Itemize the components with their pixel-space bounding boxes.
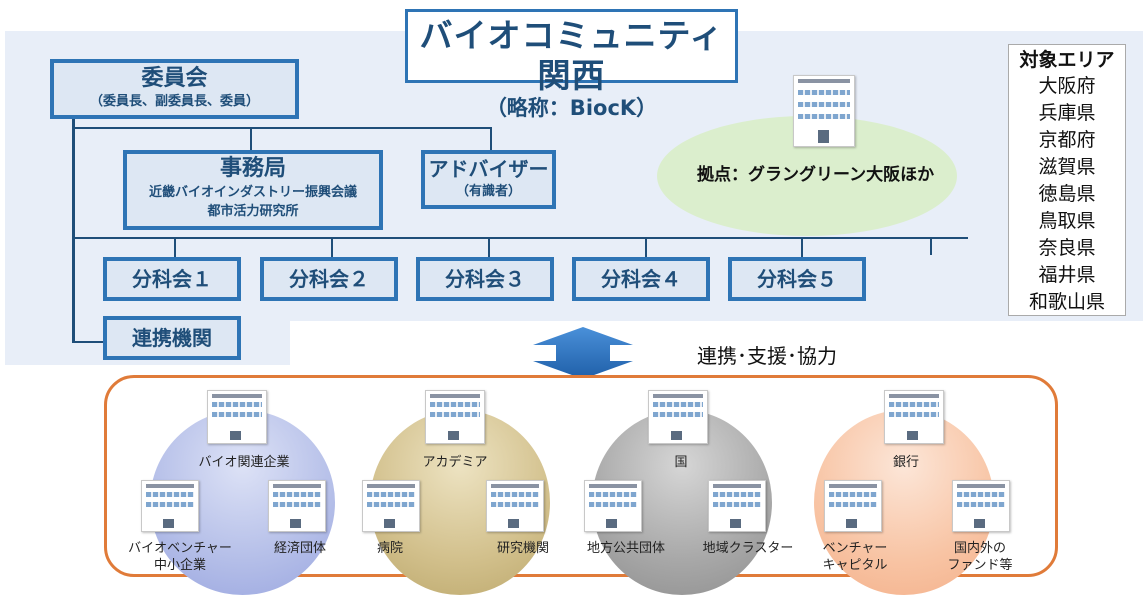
connector [72, 341, 104, 343]
partner-label: 連携機関 [132, 326, 212, 350]
committee-box: 委員会 （委員長、副委員長、委員） [50, 59, 299, 119]
prefecture: 滋賀県 [1038, 156, 1096, 178]
subcommittee-2: 分科会２ [260, 257, 398, 301]
group-label-govt: 国 [674, 455, 688, 470]
connector [490, 127, 492, 150]
arrow-label: 連携･支援･協力 [697, 344, 837, 368]
connector [331, 237, 333, 257]
page-subtitle: （略称：BiocK） [485, 96, 658, 120]
group-member: 経済団体 [273, 541, 326, 556]
group-member: 国内外の ファンド等 [935, 540, 1025, 574]
building-icon [793, 75, 855, 147]
building-icon [648, 390, 708, 444]
building-icon [207, 390, 267, 444]
group-label-bio: バイオ関連企業 [198, 455, 290, 470]
base-label: 拠点：グラングリーン大阪ほか [697, 165, 935, 185]
group-label-bank: 銀行 [892, 455, 919, 470]
prefecture: 和歌山県 [1028, 291, 1105, 313]
subcommittee-label: 分科会３ [445, 267, 525, 291]
group-member: ベンチャー キャピタル [810, 540, 900, 574]
group-member: 地域クラスター [702, 541, 794, 556]
subcommittee-4: 分科会４ [572, 257, 710, 301]
subcommittee-label: 分科会２ [289, 267, 369, 291]
partner-box: 連携機関 [103, 316, 241, 360]
group-member-line: バイオベンチャー 中小企業 [128, 541, 232, 573]
prefecture: 奈良県 [1038, 237, 1096, 259]
target-area-heading: 対象エリア [1019, 49, 1115, 71]
building-icon [884, 390, 944, 444]
connector [72, 127, 492, 129]
building-icon [425, 390, 485, 444]
connector [72, 112, 75, 343]
connector [645, 237, 647, 257]
subcommittee-label: 分科会５ [757, 267, 837, 291]
connector [72, 237, 968, 239]
group-member: 病院 [376, 541, 403, 556]
title-box: バイオコミュニティ関西 （略称：BiocK） [405, 9, 738, 120]
advisor-label: アドバイザー [428, 157, 549, 181]
connector [250, 127, 252, 150]
group-member: 地方公共団体 [586, 541, 665, 556]
subcommittee-3: 分科会３ [416, 257, 554, 301]
building-icon [268, 480, 326, 532]
secretariat-line2: 都市活力研究所 [207, 204, 299, 219]
group-member: バイオベンチャー 中小企業 [125, 540, 235, 574]
subcommittee-1: 分科会１ [103, 257, 241, 301]
prefecture: 徳島県 [1038, 183, 1096, 205]
connector [801, 237, 803, 257]
group-member-line: 国内外の ファンド等 [947, 541, 1013, 573]
advisor-box: アドバイザー （有識者） [421, 150, 556, 209]
connector [488, 237, 490, 257]
page-title: バイオコミュニティ関西 [419, 16, 724, 95]
prefecture: 兵庫県 [1038, 102, 1096, 124]
double-arrow-icon [533, 327, 633, 379]
prefecture: 大阪府 [1038, 75, 1096, 97]
secretariat-line1: 近畿バイオインダストリー振興会議 [148, 185, 357, 200]
building-icon [141, 480, 199, 532]
target-area-box: 対象エリア 大阪府 兵庫県 京都府 滋賀県 徳島県 鳥取県 奈良県 福井県 和歌… [1008, 44, 1126, 316]
prefecture: 鳥取県 [1038, 210, 1096, 232]
secretariat-label: 事務局 [219, 156, 286, 181]
building-icon [824, 480, 882, 532]
building-icon [362, 480, 420, 532]
secretariat-box: 事務局 近畿バイオインダストリー振興会議 都市活力研究所 [123, 150, 383, 230]
building-icon [486, 480, 544, 532]
subcommittee-label: 分科会４ [601, 267, 681, 291]
building-icon [584, 480, 642, 532]
subcommittee-label: 分科会１ [132, 267, 212, 291]
prefecture: 京都府 [1038, 129, 1096, 151]
connector [174, 237, 176, 257]
group-label-academia: アカデミア [422, 455, 488, 470]
advisor-sub: （有識者） [455, 184, 521, 199]
building-icon [952, 480, 1010, 532]
prefecture: 福井県 [1038, 264, 1096, 286]
committee-members: （委員長、副委員長、委員） [89, 94, 259, 109]
connector [930, 237, 932, 255]
subcommittee-5: 分科会５ [728, 257, 866, 301]
group-member: 研究機関 [496, 541, 549, 556]
committee-label: 委員会 [141, 66, 208, 91]
building-icon [708, 480, 766, 532]
group-member-line: ベンチャー キャピタル [822, 541, 888, 573]
